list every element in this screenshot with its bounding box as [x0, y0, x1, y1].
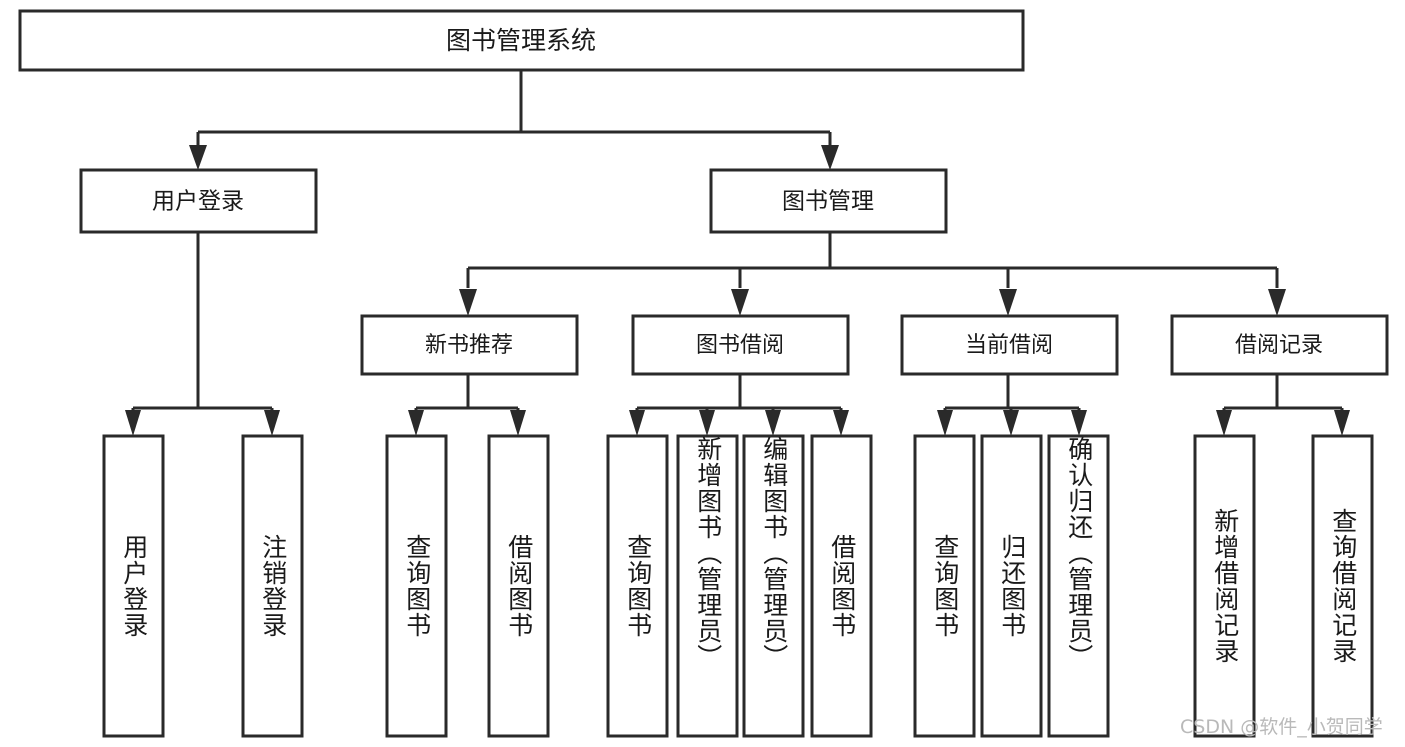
leaf-box-borrow-record-1[interactable]	[1193, 434, 1256, 738]
node-new-book-recommend[interactable]: 新书推荐	[360, 314, 579, 376]
node-book-manage-box[interactable]	[709, 168, 948, 234]
arrow-head-ul-1	[125, 410, 141, 436]
node-user-login[interactable]: 用户登录	[79, 168, 318, 234]
arrow-head-cb-3	[1071, 410, 1087, 436]
leaf-box-book-borrow-2[interactable]	[676, 434, 739, 738]
connector-group-bookborrow-leaves	[629, 374, 849, 436]
node-current-borrow-box[interactable]	[900, 314, 1119, 376]
connector-group-borrowrecord-leaves	[1216, 374, 1350, 436]
arrow-head-bb-3	[765, 410, 781, 436]
node-root-system-label: 图书管理系统	[446, 26, 596, 55]
arrow-head-nb-2	[510, 410, 526, 436]
node-new-book-recommend-box[interactable]	[360, 314, 579, 376]
arrow-head-br-1	[1216, 410, 1232, 436]
leaf-box-book-borrow-4[interactable]	[810, 434, 873, 738]
node-book-borrow-label: 图书借阅	[696, 333, 784, 358]
leaf-box-borrow-record-2[interactable]	[1311, 434, 1374, 738]
leaf-box-current-borrow-2[interactable]	[980, 434, 1043, 738]
node-current-borrow[interactable]: 当前借阅	[900, 314, 1119, 376]
arrow-head-br-2	[1334, 410, 1350, 436]
leaf-box-new-book-1[interactable]	[385, 434, 448, 738]
node-root-system[interactable]: 图书管理系统	[18, 9, 1025, 72]
arrow-head-bb-1	[629, 410, 645, 436]
arrow-head-nb-1	[408, 410, 424, 436]
leaf-box-user-login-2[interactable]	[241, 434, 304, 738]
arrow-head-cb-2	[1003, 410, 1019, 436]
node-new-book-recommend-label: 新书推荐	[425, 333, 513, 358]
connector-group-root-to-level1	[189, 70, 839, 170]
leaf-box-book-borrow-3[interactable]	[742, 434, 805, 738]
arrow-head-book-borrow	[731, 289, 749, 316]
node-user-login-label: 用户登录	[152, 189, 244, 215]
leaf-box-book-borrow-1[interactable]	[606, 434, 669, 738]
leaf-box-user-login-1[interactable]	[102, 434, 165, 738]
node-borrow-record-label: 借阅记录	[1235, 333, 1323, 358]
node-book-manage[interactable]: 图书管理	[709, 168, 948, 234]
connector-group-currentborrow-leaves	[937, 374, 1087, 436]
node-root-system-box[interactable]	[18, 9, 1025, 72]
arrow-head-ul-2	[264, 410, 280, 436]
node-borrow-record-box[interactable]	[1170, 314, 1389, 376]
arrow-head-borrow-record	[1268, 289, 1286, 316]
node-current-borrow-label: 当前借阅	[965, 333, 1053, 358]
arrow-head-cb-1	[937, 410, 953, 436]
arrow-head-bb-4	[833, 410, 849, 436]
arrow-head-current-borrow	[999, 289, 1017, 316]
arrow-head-book-manage	[821, 145, 839, 170]
arrow-head-bb-2	[699, 410, 715, 436]
arrow-head-new-book	[459, 289, 477, 316]
arrow-head-user-login	[189, 145, 207, 170]
leaf-box-new-book-2[interactable]	[487, 434, 550, 738]
node-book-borrow[interactable]: 图书借阅	[631, 314, 850, 376]
leaf-box-current-borrow-3[interactable]	[1047, 434, 1110, 738]
connector-group-booksmanage-to-level2	[459, 232, 1286, 316]
connector-group-newbook-leaves	[408, 374, 526, 436]
node-book-borrow-box[interactable]	[631, 314, 850, 376]
connector-group-userlogin-leaves	[125, 232, 280, 436]
leaf-box-current-borrow-1[interactable]	[913, 434, 976, 738]
node-book-manage-label: 图书管理	[782, 189, 874, 215]
node-user-login-box[interactable]	[79, 168, 318, 234]
node-borrow-record[interactable]: 借阅记录	[1170, 314, 1389, 376]
